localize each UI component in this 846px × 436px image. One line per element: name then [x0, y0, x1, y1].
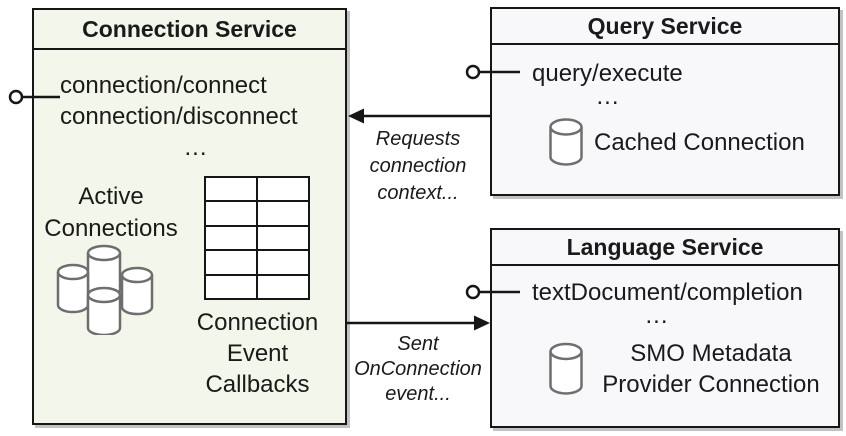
table-cell: [258, 275, 308, 298]
query-service-methods: query/execute ...: [532, 59, 684, 112]
active-connections-label: Active Connections: [36, 181, 186, 245]
cached-connection-row: Cached Connection: [548, 118, 805, 166]
provider-connection-label: SMO Metadata Provider Connection: [596, 338, 826, 400]
active-connections-line: Active: [78, 183, 144, 210]
sent-arrow-label-line: OnConnection: [354, 358, 482, 380]
requests-connection-arrow: [348, 108, 490, 124]
callbacks-caption-line: Callbacks: [205, 371, 310, 398]
sent-arrow-label: Sent OnConnection event...: [352, 332, 484, 407]
table-cell: [258, 251, 308, 274]
requests-arrow-label-line: context...: [377, 182, 459, 204]
connection-service-title: Connection Service: [34, 10, 345, 50]
table-cell: [206, 202, 256, 225]
provider-connection-row: SMO Metadata Provider Connection: [548, 338, 826, 400]
query-service-title: Query Service: [492, 9, 838, 45]
callbacks-caption-line: Event: [226, 340, 289, 367]
ellipsis-label: ...: [645, 302, 669, 329]
requests-arrow-label-line: connection: [369, 155, 467, 177]
connection-service-methods: connection/connect connection/disconnect…: [60, 70, 332, 163]
ellipsis-label: ...: [596, 83, 620, 110]
table-cell: [206, 275, 256, 298]
table-cell: [258, 178, 308, 201]
callbacks-caption: Connection Event Callbacks: [180, 307, 335, 400]
callbacks-table: [204, 176, 310, 300]
cached-connection-label: Cached Connection: [594, 128, 805, 156]
table-cell: [206, 251, 256, 274]
method-label: connection/disconnect: [60, 103, 298, 130]
provider-connection-line: Provider Connection: [602, 371, 820, 398]
callbacks-caption-line: Connection: [196, 309, 319, 336]
table-cell: [258, 226, 308, 250]
table-cell: [206, 178, 256, 201]
language-service-box: Language Service textDocument/completion…: [490, 228, 840, 428]
onconnection-event-arrow: [347, 315, 490, 331]
requests-arrow-label-line: Requests: [375, 128, 461, 150]
ellipsis-label: ...: [184, 134, 208, 161]
table-cell: [206, 226, 256, 250]
query-service-box: Query Service query/execute ... Cached C…: [490, 7, 840, 196]
database-cluster-icon: [56, 244, 154, 335]
database-icon: [549, 118, 583, 166]
method-label: connection/connect: [60, 72, 267, 99]
language-service-title: Language Service: [492, 230, 838, 266]
connection-service-box: Connection Service connection/connect co…: [32, 8, 347, 425]
table-cell: [258, 202, 308, 225]
sent-arrow-label-line: event...: [385, 383, 451, 405]
database-icon: [549, 342, 583, 395]
method-label: query/execute: [532, 60, 683, 87]
method-label: textDocument/completion: [532, 279, 803, 306]
language-service-methods: textDocument/completion ...: [532, 278, 803, 331]
requests-arrow-label: Requests connection context...: [358, 126, 478, 207]
provider-connection-line: SMO Metadata: [630, 340, 792, 367]
sent-arrow-label-line: Sent: [397, 333, 439, 355]
active-connections-line: Connections: [44, 215, 178, 242]
